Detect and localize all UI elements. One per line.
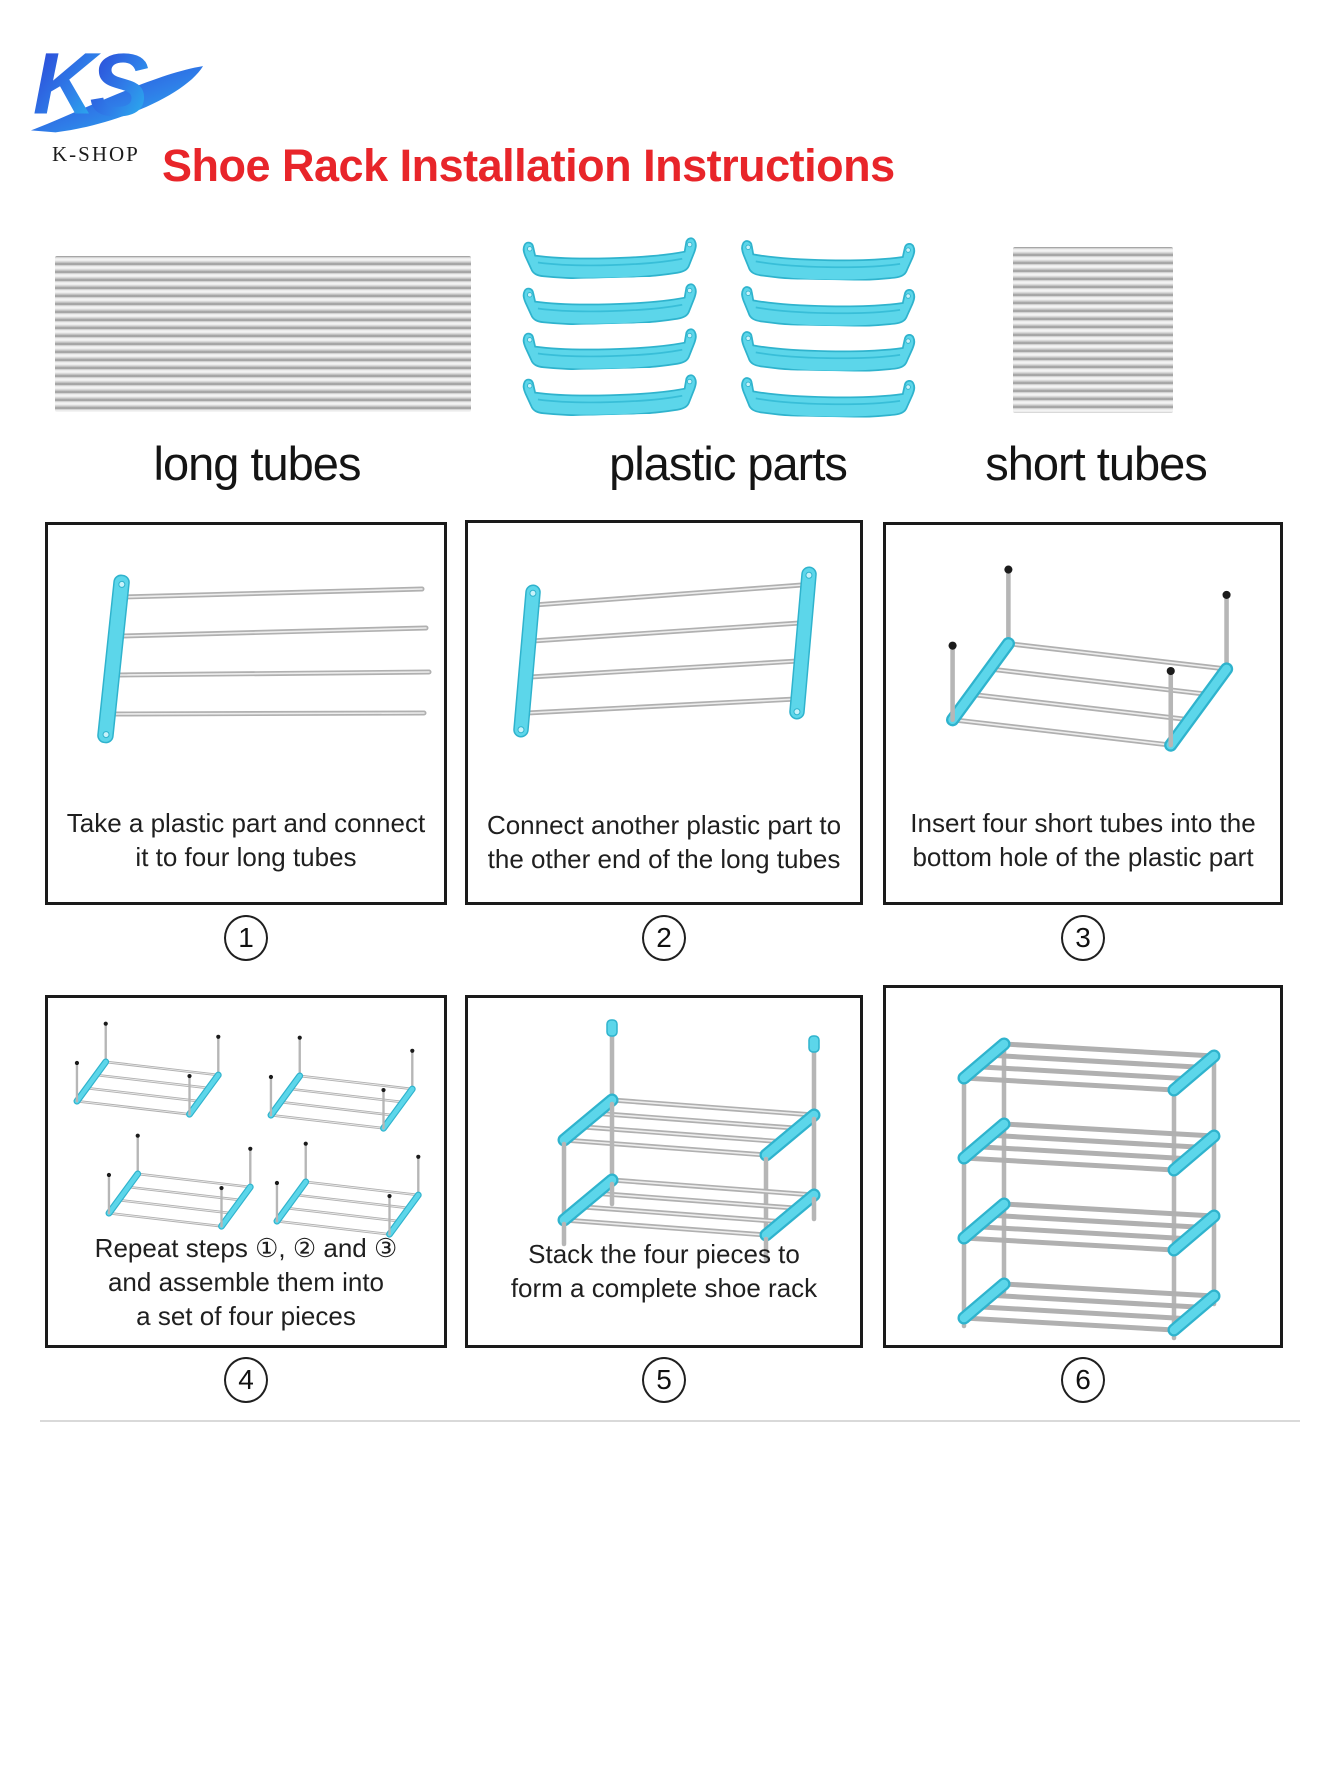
step-1-box: Take a plastic part and connect it to fo…: [45, 522, 447, 905]
step6-illustration: [957, 1037, 1221, 1341]
step-1-caption: Take a plastic part and connect it to fo…: [66, 808, 426, 872]
svg-text:S: S: [90, 35, 149, 134]
step-2-caption: Connect another plastic part to the othe…: [486, 810, 842, 874]
step-4-caption: Repeat steps ①, ② and ③ and assemble the…: [94, 1233, 398, 1331]
bottom-divider: [40, 1420, 1300, 1422]
plastic-part-icon: [728, 284, 929, 327]
short-tubes-image: [1013, 247, 1173, 413]
step-3-caption: Insert four short tubes into the bottom …: [910, 808, 1256, 872]
plastic-part-icon: [728, 238, 929, 281]
step3-illustration: [892, 539, 1276, 801]
plastic-part-icon: [728, 329, 929, 372]
step-2-box: Connect another plastic part to the othe…: [465, 520, 863, 905]
step4-illustration: [54, 1012, 446, 1252]
plastic-parts-label: plastic parts: [609, 437, 848, 490]
plastic-part-icon: [510, 281, 711, 326]
step-4-badge: 4: [224, 1357, 268, 1403]
plastic-parts-image: [510, 238, 934, 416]
step1-illustration: [97, 574, 432, 744]
short-tubes-label: short tubes: [985, 437, 1208, 490]
step-5-box: Stack the four pieces to form a complete…: [465, 995, 863, 1348]
step-5-caption: Stack the four pieces to form a complete…: [510, 1239, 818, 1303]
step-1-badge: 1: [224, 915, 268, 961]
brand-name: K-SHOP: [52, 142, 140, 166]
plastic-part-icon: [510, 326, 711, 371]
step-6-box: [883, 985, 1283, 1348]
long-tubes-image: [55, 256, 471, 412]
step-3-box: Insert four short tubes into the bottom …: [883, 522, 1283, 905]
svg-text:K: K: [33, 35, 102, 132]
plastic-part-icon: [728, 375, 929, 418]
step-4-box: Repeat steps ①, ② and ③ and assemble the…: [45, 995, 447, 1348]
ks-logo-icon: K S: [30, 35, 204, 134]
plastic-part-icon: [510, 235, 711, 280]
step-5-badge: 5: [642, 1357, 686, 1403]
step-2-badge: 2: [642, 915, 686, 961]
step5-illustration: [557, 1019, 821, 1262]
plastic-part-icon: [510, 372, 711, 417]
step-3-badge: 3: [1061, 915, 1105, 961]
page-title: Shoe Rack Installation Instructions: [162, 140, 895, 191]
long-tubes-label: long tubes: [153, 437, 362, 490]
step-6-badge: 6: [1061, 1357, 1105, 1403]
step2-illustration: [513, 566, 817, 738]
